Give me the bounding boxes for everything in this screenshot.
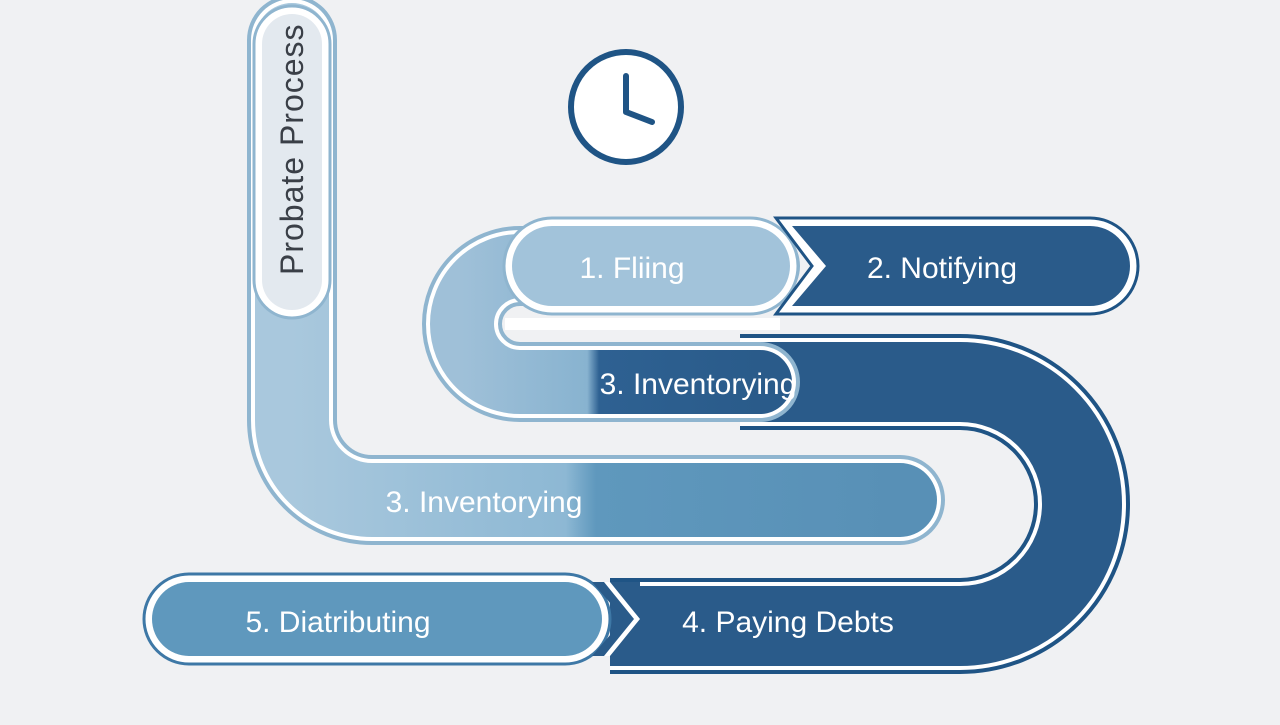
step-4-pill (592, 582, 640, 656)
step-label-3b: 3. Inventorying (386, 486, 583, 519)
connector-s-curve (422, 226, 800, 422)
title-bar-group: Probate Process (247, 0, 945, 545)
step-label-4: 4. Paying Debts (682, 606, 894, 639)
step-label-2: 2. Notifying (867, 252, 1017, 285)
diagram-title: Probate Process (274, 23, 310, 275)
step-label-3: 3. Inventorying (600, 368, 797, 401)
clock-icon (568, 49, 684, 165)
step-2-pill (773, 216, 1140, 316)
connector-loop (610, 334, 1130, 674)
step-label-5: 5. Diatributing (245, 606, 430, 639)
step-5-pill (142, 572, 612, 666)
step-1-pill (502, 216, 800, 316)
step-label-1: 1. Fliing (579, 252, 684, 285)
